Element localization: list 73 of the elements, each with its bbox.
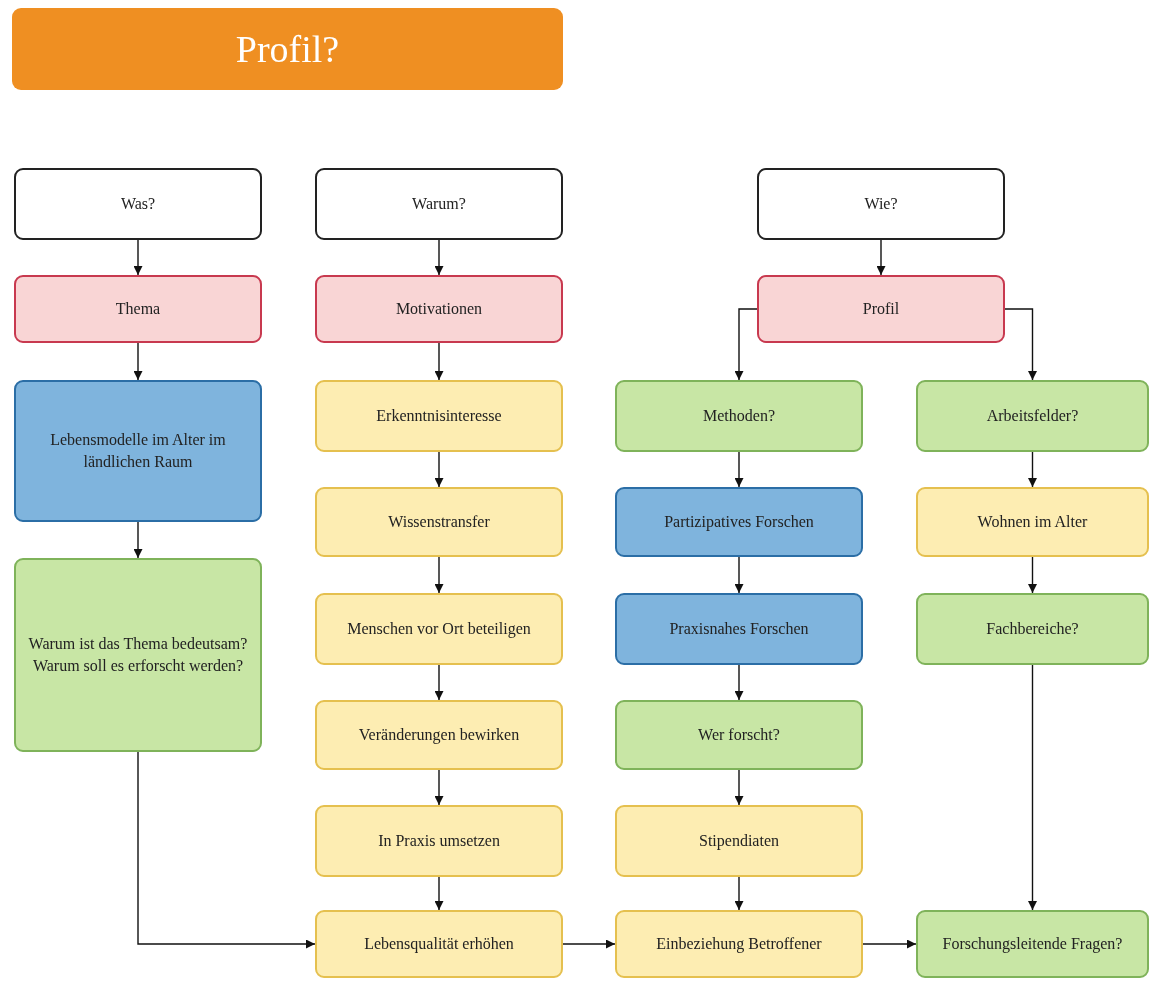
arrow xyxy=(434,664,444,701)
arrow xyxy=(1004,308,1037,381)
arrow xyxy=(734,664,744,701)
box-label: Warum ist das Thema bedeutsam? Warum soll es erforscht werden? xyxy=(27,634,249,676)
process-box xyxy=(916,487,1149,557)
box-label: Veränderungen bewirken xyxy=(358,725,520,746)
process-box xyxy=(615,487,863,557)
box-label: Partizipatives Forschen xyxy=(664,512,814,533)
process-box xyxy=(315,168,563,240)
box-label: Lebensmodelle im Alter im ländlichen Raum xyxy=(49,430,227,472)
box-label: Arbeitsfelder? xyxy=(986,406,1079,427)
box-label: Profil xyxy=(862,299,900,320)
process-box xyxy=(315,910,563,978)
arrow xyxy=(876,239,886,276)
process-box xyxy=(315,593,563,665)
arrow xyxy=(133,342,143,381)
box-label: Erkenntnisinteresse xyxy=(376,406,502,427)
process-box xyxy=(315,805,563,877)
arrow xyxy=(434,342,444,381)
process-box xyxy=(14,380,262,522)
process-box xyxy=(14,275,262,343)
arrow xyxy=(734,451,744,488)
arrow xyxy=(133,239,143,276)
box-label: Wissenstransfer xyxy=(388,512,490,533)
box-label: Einbeziehung Betroffener xyxy=(656,934,822,955)
box-label: Motivationen xyxy=(395,299,483,320)
arrow xyxy=(1028,664,1037,911)
arrow xyxy=(862,939,917,949)
process-box xyxy=(757,168,1005,240)
arrow xyxy=(734,769,744,806)
process-box xyxy=(615,380,863,452)
process-box xyxy=(757,275,1005,343)
arrow xyxy=(1028,556,1037,594)
arrow xyxy=(434,556,444,594)
process-box xyxy=(615,593,863,665)
process-box xyxy=(315,380,563,452)
box-label: Lebensqualität erhöhen xyxy=(364,934,514,955)
arrow xyxy=(434,876,444,911)
arrow xyxy=(734,556,744,594)
process-box xyxy=(615,805,863,877)
box-label: Wohnen im Alter xyxy=(977,512,1088,533)
process-box xyxy=(315,275,563,343)
process-box xyxy=(14,558,262,752)
box-label: Methoden? xyxy=(703,406,775,427)
process-box xyxy=(916,593,1149,665)
process-box xyxy=(615,700,863,770)
box-label: Wer forscht? xyxy=(698,725,780,746)
arrow xyxy=(562,939,616,949)
box-label: Was? xyxy=(120,194,156,215)
arrow xyxy=(133,521,143,559)
box-label: Thema xyxy=(115,299,161,320)
arrow xyxy=(434,451,444,488)
arrow xyxy=(734,308,758,381)
arrow xyxy=(734,876,744,911)
arrow xyxy=(434,769,444,806)
box-label: Wie? xyxy=(864,194,898,215)
box-label: Menschen vor Ort beteiligen xyxy=(347,619,531,640)
arrow xyxy=(1028,451,1037,488)
process-box xyxy=(615,910,863,978)
box-label: Forschungsleitende Fragen? xyxy=(942,934,1123,955)
box-label: In Praxis umsetzen xyxy=(378,831,500,852)
arrow xyxy=(137,751,316,949)
box-label: Stipendiaten xyxy=(699,831,779,852)
title-text: Profil? xyxy=(235,27,340,71)
arrow xyxy=(434,239,444,276)
process-box xyxy=(315,487,563,557)
process-box xyxy=(916,380,1149,452)
box-label: Fachbereiche? xyxy=(986,619,1079,640)
process-box xyxy=(315,700,563,770)
process-box xyxy=(14,168,262,240)
box-label: Praxisnahes Forschen xyxy=(669,619,809,640)
box-label: Warum? xyxy=(412,194,466,215)
process-box xyxy=(916,910,1149,978)
